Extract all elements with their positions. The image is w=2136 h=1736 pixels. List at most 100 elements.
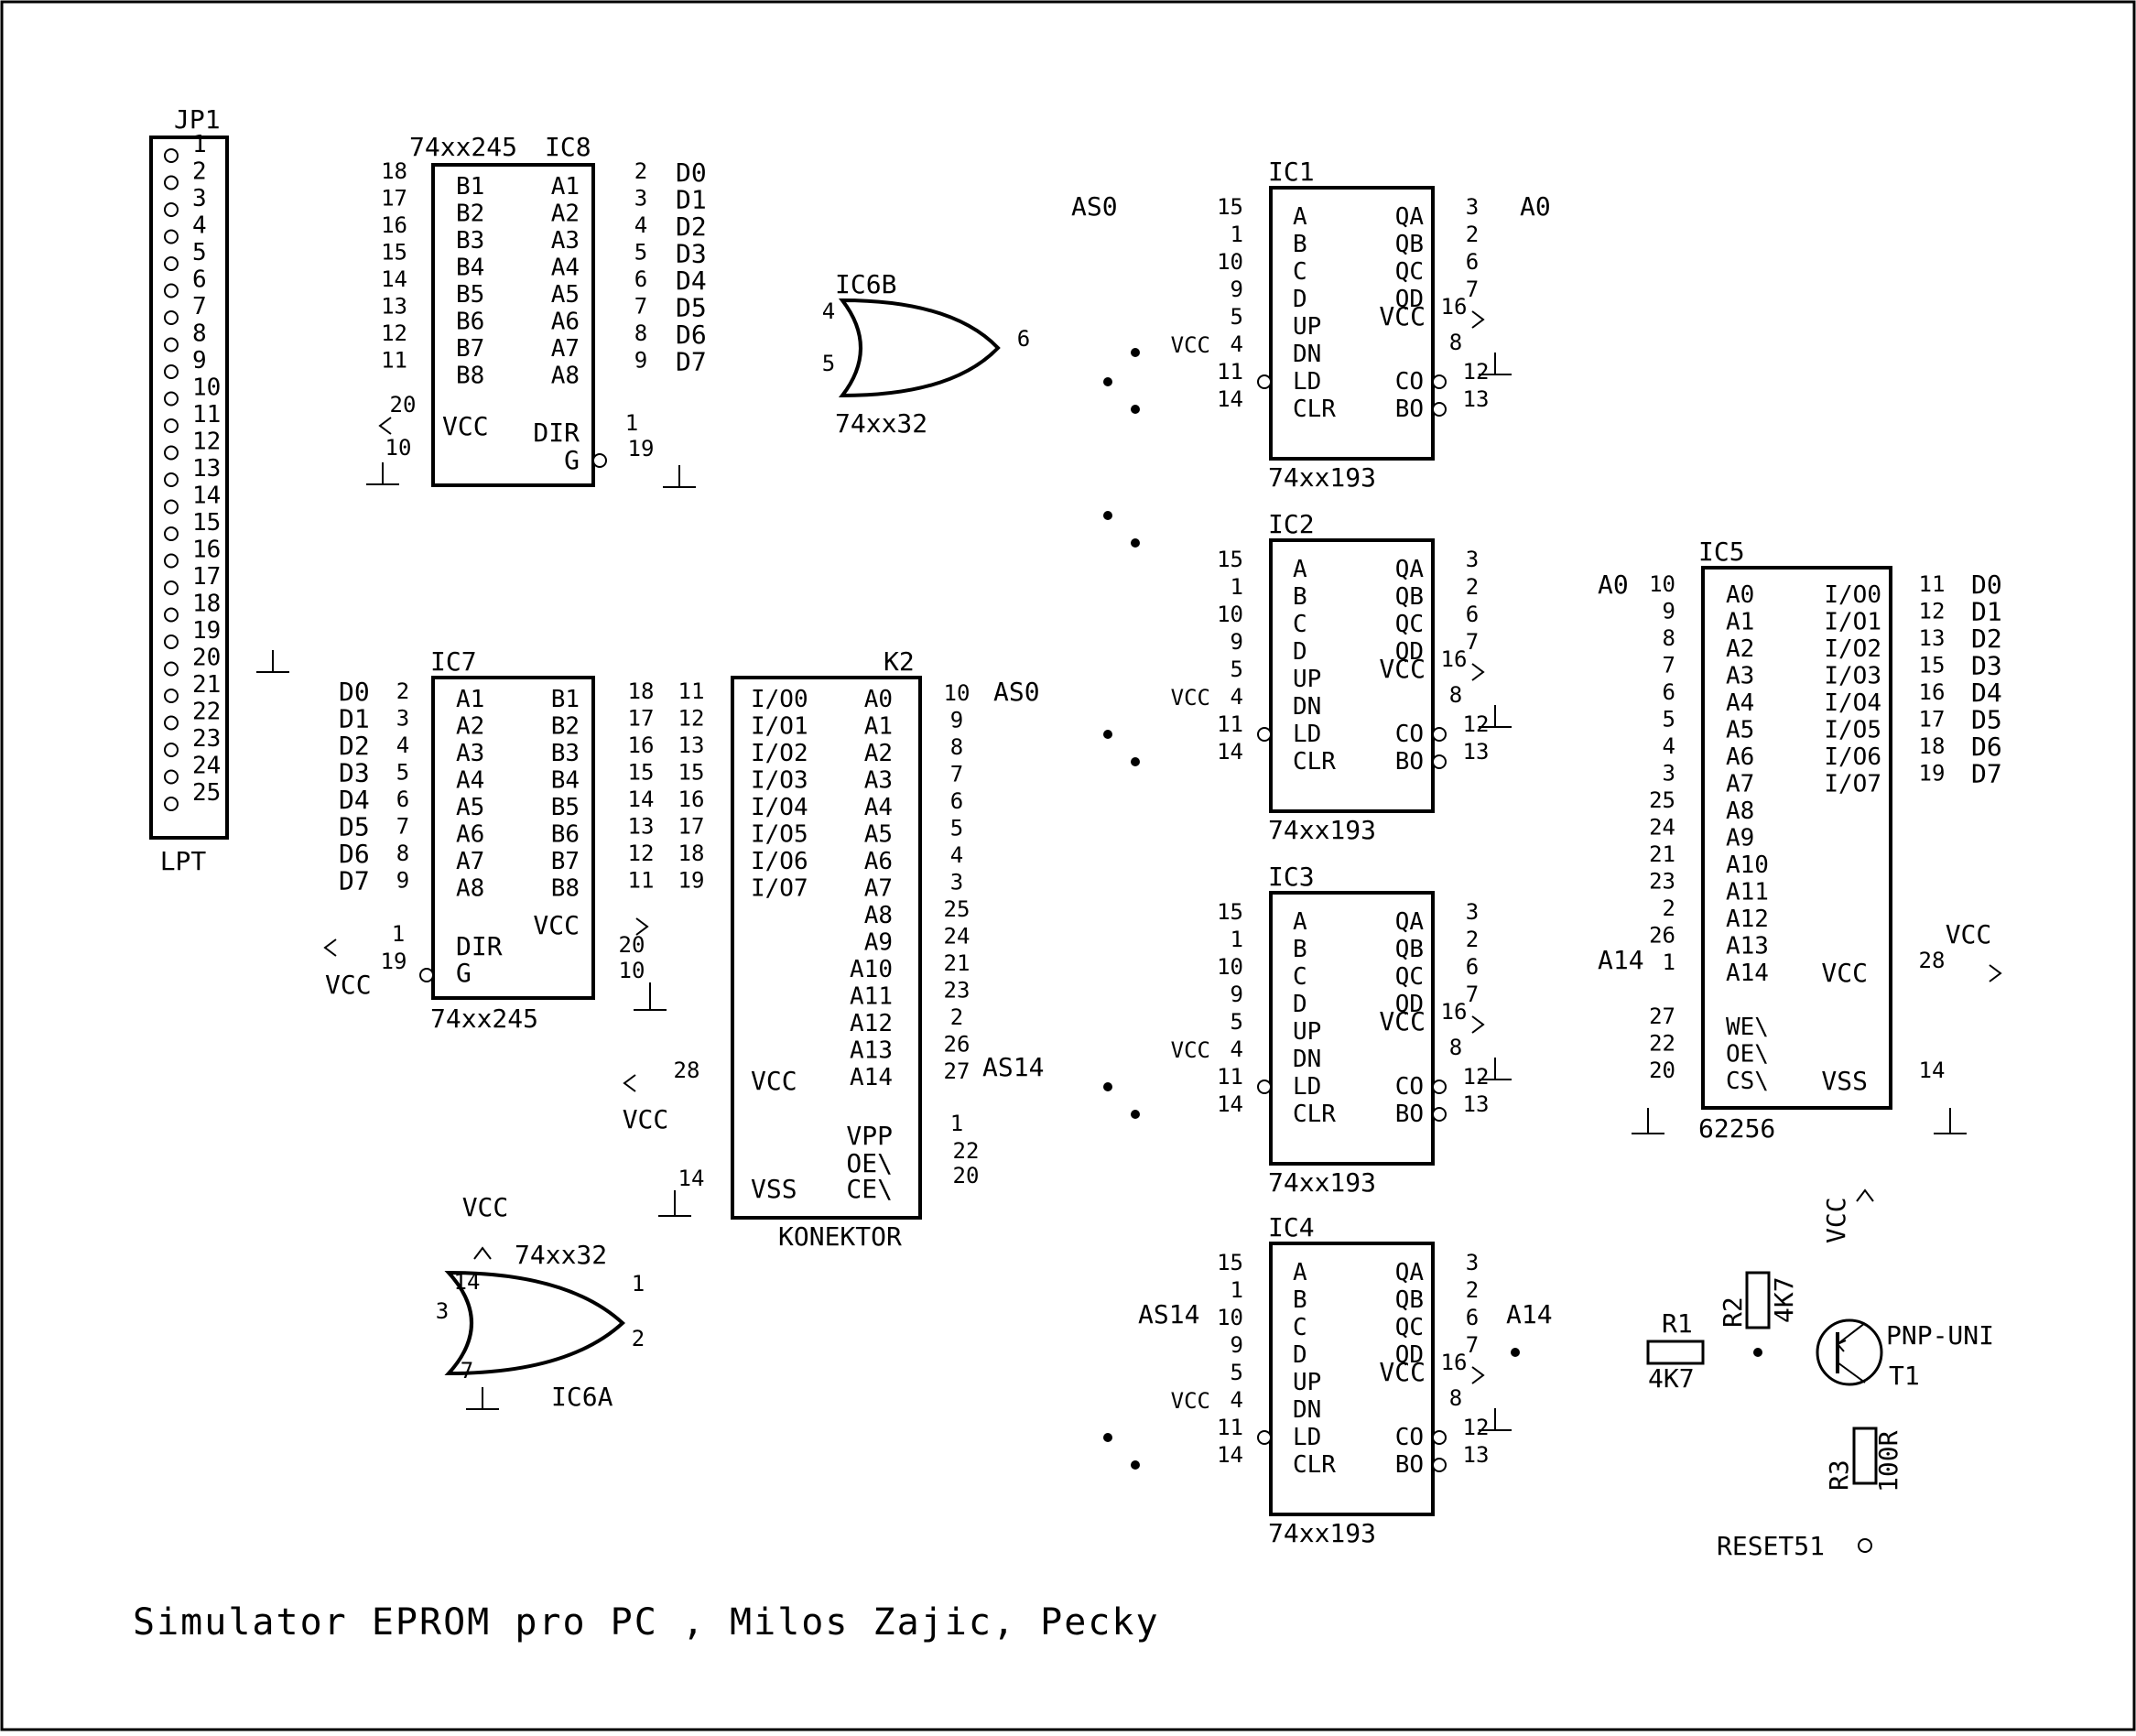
ic6a-vcc-net: VCC [462, 1192, 509, 1222]
r3-ref: R3 [1824, 1459, 1854, 1491]
jp1-ref: JP1 [174, 104, 221, 135]
counter-left-num: 15 [1217, 194, 1243, 220]
junction-dot [1103, 377, 1112, 386]
counter-right-num: 6 [1466, 602, 1479, 627]
k2-a-pin: A0 [864, 686, 893, 713]
k2-a-pin: A9 [864, 929, 893, 957]
junction-dot [1131, 1460, 1140, 1470]
ic6b-type: 74xx32 [835, 408, 927, 439]
ic7-b-pin: B7 [551, 848, 580, 875]
ic8-net: D2 [676, 212, 707, 242]
k2-ce: CE\ [846, 1174, 893, 1204]
junction-dot [1511, 1348, 1520, 1357]
ic6a-type: 74xx32 [515, 1240, 607, 1270]
counter-right-num: 7 [1466, 982, 1479, 1007]
counter-vcc-num: 16 [1441, 646, 1468, 672]
ic8-net: D4 [676, 266, 707, 296]
schematic-title: Simulator EPROM pro PC , Milos Zajic, Pe… [133, 1601, 1160, 1644]
ic5-a-pin: A7 [1726, 771, 1754, 798]
ic5-io-num: 11 [1919, 571, 1946, 597]
ic5-ref: IC5 [1698, 537, 1745, 567]
counter-left-pin: UP [1293, 313, 1321, 341]
counter-left-num: 10 [1217, 954, 1243, 980]
counter-right-num: 2 [1466, 222, 1479, 247]
k2-as14-net: AS14 [982, 1052, 1044, 1082]
counter-left-pin: A [1293, 203, 1307, 231]
counter-type: 74xx193 [1268, 815, 1376, 845]
counter-left-num: 14 [1217, 1091, 1243, 1117]
ic7-a-num: 5 [396, 760, 409, 786]
ic5-ctrl-pin: CS\ [1726, 1068, 1769, 1095]
ic8-b-num: 17 [381, 186, 407, 212]
jp1-pin-number: 15 [192, 509, 221, 537]
ic5-io-pin: I/O4 [1824, 689, 1881, 717]
ic6b-ref: IC6B [835, 269, 896, 299]
counter-co-pin: CO [1395, 368, 1424, 396]
counter-right-pin: QD [1395, 638, 1424, 666]
ic5-a-pin: A9 [1726, 825, 1754, 852]
k2-vcc-label: VCC [751, 1066, 797, 1096]
ic7-b-pin: B8 [551, 875, 580, 903]
counter-right-pin: QC [1395, 258, 1424, 286]
counter-bo-pin: BO [1395, 1451, 1424, 1479]
ic8-a-pin: A8 [551, 363, 580, 390]
ic8-b-num: 15 [381, 240, 407, 266]
inversion-bubble [164, 283, 179, 298]
counter-left-pin: UP [1293, 1369, 1321, 1396]
ic8-a-pin: A5 [551, 281, 580, 309]
counter-right-pin: QB [1395, 1286, 1424, 1314]
k2-a-pin: A12 [850, 1010, 893, 1037]
counter-left-num: 11 [1217, 1064, 1243, 1090]
inversion-bubble [1432, 754, 1447, 769]
ic7-b-num: 12 [628, 841, 655, 866]
counter-left-num: 10 [1217, 1305, 1243, 1330]
k2-io-num: 11 [678, 678, 705, 704]
ic5-a-num: 7 [1663, 653, 1675, 678]
counter-left-pin: DN [1293, 1396, 1321, 1424]
ic5-a-pin: A8 [1726, 797, 1754, 825]
ic8-b-pin: B4 [456, 255, 484, 282]
ic8-b-num: 16 [381, 212, 407, 238]
junction-dot [1103, 730, 1112, 739]
counter-right-pin: QB [1395, 583, 1424, 611]
inversion-bubble [164, 418, 179, 433]
counter-left-pin: CLR [1293, 1101, 1336, 1128]
ic6b-in2: 5 [822, 351, 835, 376]
k2-io-num: 12 [678, 706, 705, 732]
ic5-a-num: 24 [1649, 815, 1675, 841]
counter-left-pin: UP [1293, 1018, 1321, 1046]
ic5-io-num: 13 [1919, 625, 1946, 651]
ic5-vcc-net: VCC [1946, 919, 1992, 949]
ic7-b-num: 11 [628, 868, 655, 894]
ic7-net: D5 [339, 812, 370, 842]
inversion-bubble [164, 364, 179, 379]
counter-left-pin: DN [1293, 693, 1321, 721]
k2-a-pin: A1 [864, 713, 893, 741]
counter-left-num: 5 [1231, 1360, 1243, 1385]
ic7-a-num: 9 [396, 868, 409, 894]
ic5-io-num: 15 [1919, 653, 1946, 678]
inversion-bubble [164, 526, 179, 541]
junction-dot [1131, 1110, 1140, 1119]
ic8-g-pin: 19 [628, 436, 655, 461]
counter-left-num: 9 [1231, 982, 1243, 1007]
ic5-a-num: 6 [1663, 679, 1675, 705]
counter-left-pin: B [1293, 231, 1307, 258]
counter-co-pin: CO [1395, 1073, 1424, 1101]
arrow-right [1989, 964, 2002, 982]
r1-body [1646, 1340, 1705, 1365]
ic5-a-pin: A4 [1726, 689, 1754, 717]
ic5-a-num: 26 [1649, 923, 1675, 949]
k2-vss-label: VSS [751, 1174, 797, 1204]
counter-left-num: 1 [1231, 927, 1243, 952]
counter-right-pin: QC [1395, 1314, 1424, 1341]
ic8-vcc-pin: 20 [390, 392, 417, 418]
jp1-pin-number: 22 [192, 699, 221, 726]
ic7-vcc-label: VCC [533, 910, 580, 940]
counter-vcc-pin: VCC [1379, 301, 1426, 331]
counter-co-num: 12 [1463, 1415, 1490, 1440]
counter-gnd-num: 8 [1449, 1385, 1462, 1411]
ic7-a-pin: A4 [456, 767, 484, 795]
inversion-bubble [592, 453, 607, 468]
